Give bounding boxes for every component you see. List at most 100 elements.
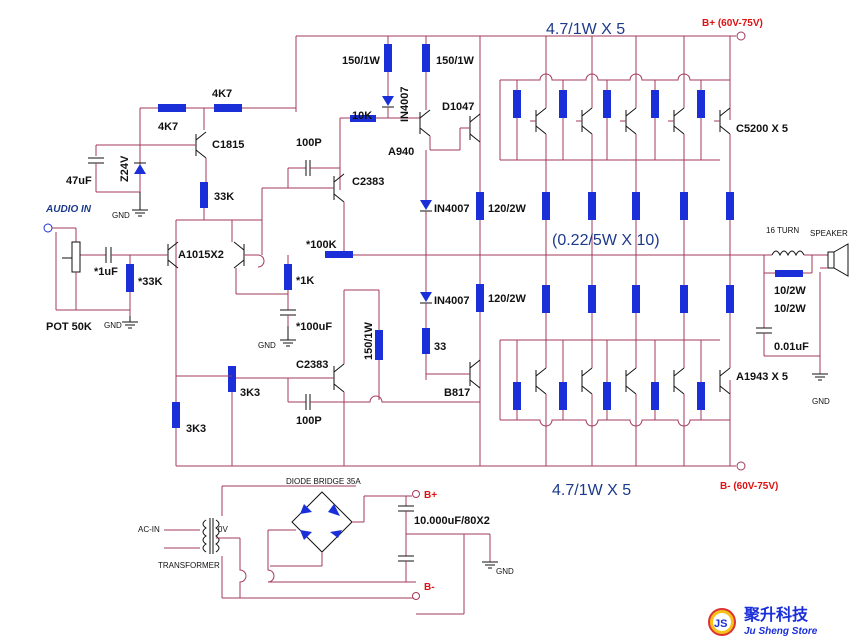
z24v-label: Z24V	[119, 155, 131, 182]
a1015-label: A1015X2	[178, 249, 224, 261]
b817-label: B817	[444, 387, 470, 399]
transistor-d1047	[469, 113, 481, 143]
r10k-label: 10K	[352, 110, 372, 122]
r150-b-label: 150/1W	[436, 55, 475, 67]
store-logo: JS 聚升科技 Ju Sheng Store	[708, 605, 818, 637]
coil-inductor	[771, 250, 805, 257]
bottom-resistor-label: 4.7/1W X 5	[552, 482, 631, 499]
r150-c-label: 150/1W	[363, 321, 375, 360]
gnd-label-1: GND	[112, 211, 130, 220]
gnd-label-2: GND	[258, 341, 276, 350]
r3k3-b-label: 3K3	[186, 423, 206, 435]
labels: 4.7/1W X 5 4.7/1W X 5 (0.22/5W X 10) B+ …	[45, 18, 848, 593]
resistor-120-b	[476, 284, 484, 312]
ac-in-label: AC-IN	[138, 525, 160, 534]
r33-label: 33	[434, 341, 446, 353]
b-minus-label: B- (60V-75V)	[720, 481, 778, 492]
ground-symbol-4	[812, 373, 828, 381]
r120-b-label: 120/2W	[488, 293, 527, 305]
r120-a-label: 120/2W	[488, 203, 527, 215]
r4k7-b-label: 4K7	[158, 121, 178, 133]
transistor-a940	[419, 109, 431, 137]
resistor-33	[422, 328, 430, 354]
audio-input-jack[interactable]	[43, 223, 53, 233]
resistor-120-a	[476, 192, 484, 220]
transistor-c2383-bottom	[333, 363, 345, 393]
resistor-33k-input	[126, 264, 134, 292]
ov-label: 0V	[218, 525, 228, 534]
gnd-label-4: GND	[812, 397, 830, 406]
c2383-bottom-label: C2383	[296, 359, 328, 371]
r150-a-label: 150/1W	[342, 55, 381, 67]
bridge-label: DIODE BRIDGE 35A	[286, 477, 361, 486]
c100p-b-label: 100P	[296, 415, 322, 427]
r33k-input-label: *33K	[138, 276, 163, 288]
r4k7-a-label: 4K7	[212, 88, 232, 100]
diode-bridge	[291, 491, 353, 553]
resistor-33k	[200, 182, 208, 208]
resistor-emitter-top-1	[542, 192, 550, 220]
positive-rail	[295, 31, 746, 112]
r10-a-label: 10/2W	[774, 285, 806, 297]
resistor-emitter-top-5	[726, 192, 734, 220]
resistor-base-bottom-4	[651, 382, 659, 410]
logo-badge: JS	[714, 618, 727, 630]
diode-in4007-b	[420, 200, 432, 210]
collector-bus-top	[499, 73, 730, 160]
emitter-resistor-label: (0.22/5W X 10)	[552, 232, 660, 249]
transformer-primary	[202, 519, 207, 553]
c5200-label: C5200 X 5	[736, 123, 788, 135]
zener-z24v	[134, 164, 146, 174]
logo-subtitle: Ju Sheng Store	[744, 626, 818, 637]
resistor-emitter-top-3	[632, 192, 640, 220]
c1815-label: C1815	[212, 139, 244, 151]
resistor-base-top-1	[513, 90, 521, 118]
resistor-emitter-bottom-5	[726, 285, 734, 313]
in4007-c-label: IN4007	[434, 295, 469, 307]
resistor-1k	[284, 264, 292, 290]
c1u-label: *1uF	[94, 266, 118, 278]
resistor-emitter-top-4	[680, 192, 688, 220]
c001-label: 0.01uF	[774, 341, 809, 353]
transformer-label: TRANSFORMER	[158, 561, 220, 570]
psu-b-plus-label: B+	[424, 490, 437, 501]
r100k-label: *100K	[306, 239, 337, 251]
ground-symbol-2	[280, 326, 296, 347]
output-stage-top	[500, 80, 734, 255]
resistor-3k3-a	[228, 366, 236, 392]
negative-rail	[176, 461, 746, 471]
resistor-base-bottom-2	[559, 382, 567, 410]
resistor-150-b	[422, 44, 430, 72]
transformer-secondary	[215, 519, 220, 553]
resistor-3k3-b	[172, 402, 180, 428]
audio-in-label: AUDIO IN	[45, 204, 92, 215]
r10-b-label: 10/2W	[774, 303, 806, 315]
resistor-base-bottom-5	[697, 382, 705, 410]
resistor-150-a	[384, 44, 392, 72]
resistor-emitter-bottom-4	[680, 285, 688, 313]
transistor-c1815	[195, 131, 207, 159]
resistor-base-top-2	[559, 90, 567, 118]
resistor-150-c	[375, 330, 383, 360]
resistor-100k	[325, 251, 353, 258]
resistor-base-top-4	[651, 90, 659, 118]
resistor-10k	[350, 115, 376, 122]
logo-title: 聚升科技	[743, 605, 809, 624]
output-stage-bottom	[500, 255, 734, 420]
speaker-icon	[827, 251, 835, 269]
transistor-c2383-top	[333, 173, 345, 203]
diode-in4007-a	[382, 96, 394, 106]
collector-bus-bottom	[499, 340, 730, 427]
potentiometer[interactable]	[71, 241, 81, 273]
resistor-emitter-bottom-3	[632, 285, 640, 313]
ground-symbol-3	[122, 316, 138, 329]
resistor-base-bottom-3	[603, 382, 611, 410]
coil-label: 16 TURN	[766, 226, 799, 235]
resistor-base-top-5	[697, 90, 705, 118]
gnd-label-5: GND	[496, 567, 514, 576]
r1k-label: *1K	[296, 275, 314, 287]
speaker-label: SPEAKER	[810, 229, 848, 238]
resistor-emitter-bottom-1	[542, 285, 550, 313]
c47u-label: 47uF	[66, 175, 92, 187]
input-stage	[43, 104, 296, 466]
